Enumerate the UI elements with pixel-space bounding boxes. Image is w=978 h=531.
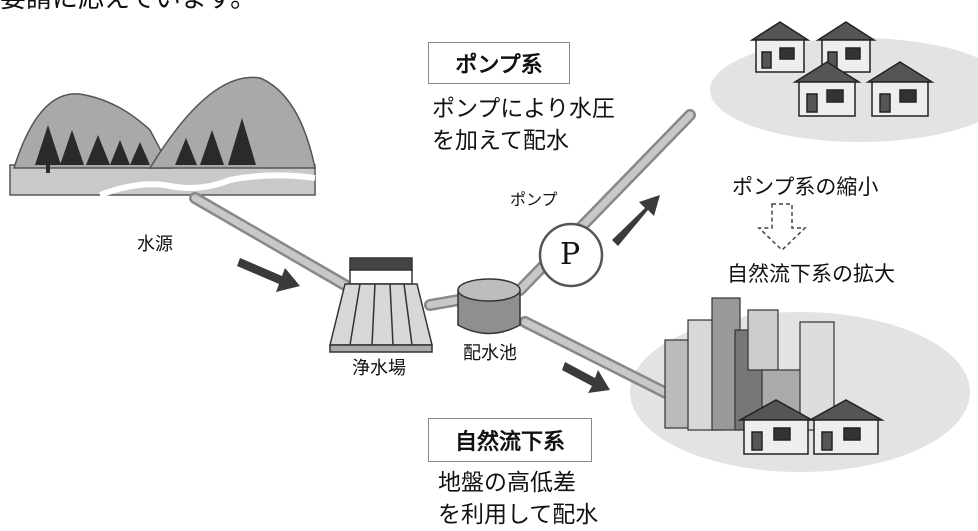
flow-arrows xyxy=(237,195,660,393)
pump-system-description: ポンプにより水圧 を加えて配水 xyxy=(432,93,615,157)
pump-symbol: P xyxy=(560,237,581,272)
gravity-system-expansion-text: 自然流下系の拡大 xyxy=(727,262,895,286)
reservoir-label: 配水池 xyxy=(463,343,517,364)
pump-label: ポンプ xyxy=(510,190,558,209)
pump-system-desc-line2: を加えて配水 xyxy=(432,128,569,154)
treatment-plant-label: 浄水場 xyxy=(352,358,406,379)
gravity-system-description: 地盤の高低差 を利用して配水 xyxy=(438,467,598,531)
pump-system-reduction-text: ポンプ系の縮小 xyxy=(732,175,879,199)
arrow-gravity-downward xyxy=(562,362,610,393)
reservoir-icon xyxy=(457,278,521,335)
treatment-plant-icon xyxy=(329,257,433,353)
conversion-arrow xyxy=(757,203,807,252)
upland-houses xyxy=(749,21,935,117)
gravity-system-desc-line2: を利用して配水 xyxy=(438,502,599,528)
pump-icon xyxy=(538,222,604,288)
water-source-label: 水源 xyxy=(137,234,173,255)
gravity-system-desc-line1: 地盤の高低差 xyxy=(438,470,576,496)
arrow-pump-upward xyxy=(612,195,660,246)
arrow-source-to-plant xyxy=(237,258,300,292)
pump-system-title: ポンプ系 xyxy=(428,42,570,84)
mountain-source-illustration xyxy=(9,76,316,198)
truncated-top-text: 要請に応えています。 xyxy=(0,0,256,12)
gravity-system-title: 自然流下系 xyxy=(428,418,592,462)
pump-system-desc-line1: ポンプにより水圧 xyxy=(432,96,615,122)
city-houses xyxy=(737,399,885,455)
